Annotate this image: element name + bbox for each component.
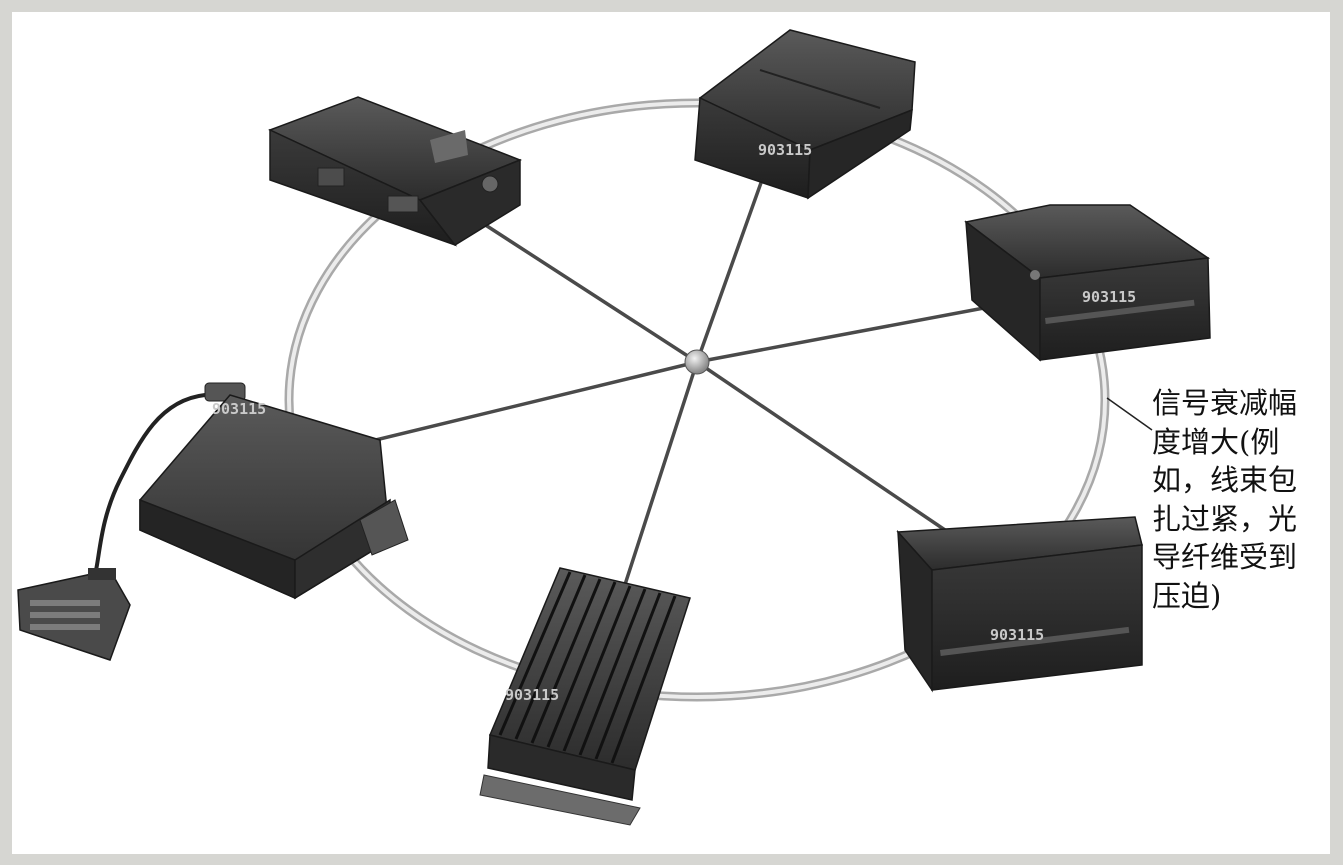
- control-unit-top-left: [270, 97, 520, 245]
- svg-text:903115: 903115: [505, 686, 559, 704]
- spoke-right-lower: [697, 362, 945, 530]
- signal-attenuation-annotation: 信号衰减幅 度增大(例 如，线束包 扎过紧，光 导纤维受到 压迫): [1152, 384, 1324, 615]
- amplifier-bottom: 903115: [480, 568, 690, 825]
- drive-unit-right-upper: 903115: [966, 205, 1210, 360]
- control-unit-top: 903115: [695, 30, 915, 198]
- svg-text:903115: 903115: [758, 141, 812, 159]
- spoke-right-upper: [697, 305, 1000, 362]
- svg-text:903115: 903115: [1082, 288, 1136, 306]
- central-hub: [685, 350, 709, 374]
- drive-unit-right-lower: 903115: [898, 517, 1142, 690]
- spoke-bottom: [620, 362, 697, 600]
- spoke-left: [355, 362, 697, 445]
- annotation-leader-line: [1107, 398, 1152, 430]
- svg-text:903115: 903115: [212, 400, 266, 418]
- spoke-top: [697, 180, 762, 362]
- obd-connector: [18, 568, 130, 660]
- svg-text:903115: 903115: [990, 626, 1044, 644]
- spoke-top-left: [470, 215, 697, 362]
